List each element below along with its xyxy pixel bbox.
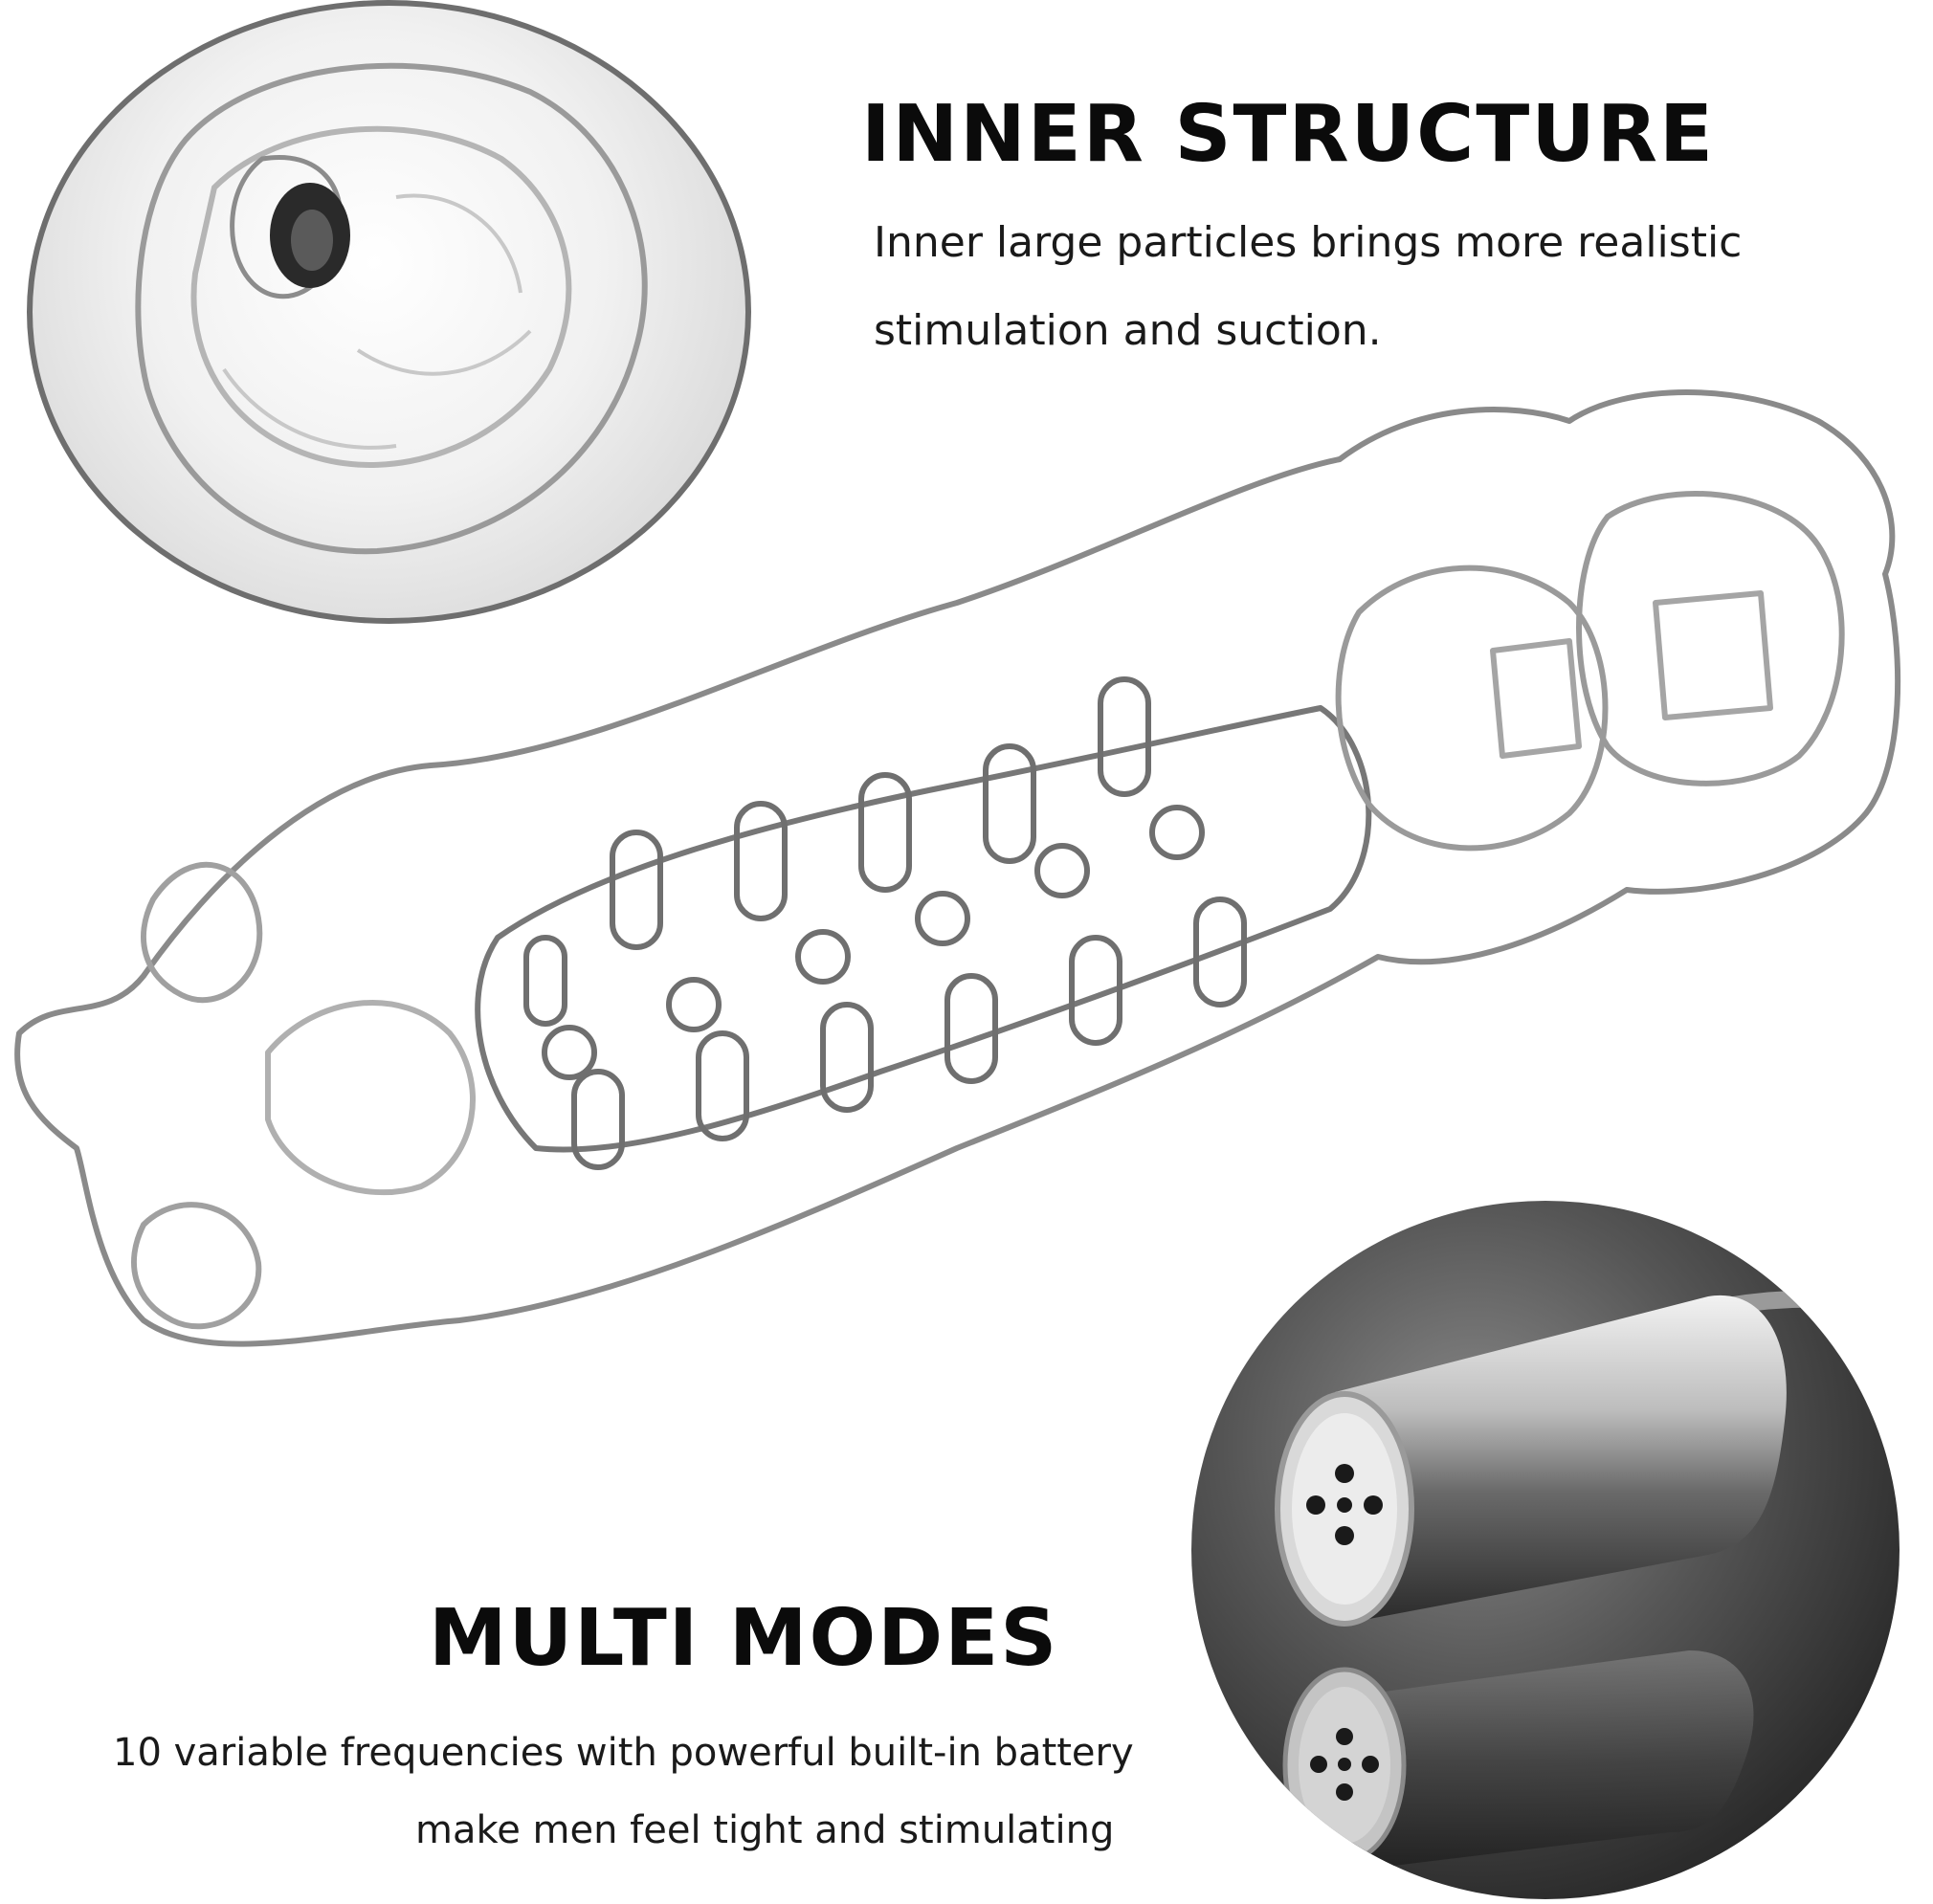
multi-modes-desc-line-1: 10 variable frequencies with powerful bu… bbox=[113, 1731, 1134, 1775]
inner-structure-desc-line-1: Inner large particles brings more realis… bbox=[874, 218, 1743, 267]
sleeve-opening-closeup-image bbox=[27, 0, 751, 624]
multi-modes-title: MULTI MODES bbox=[429, 1593, 1059, 1684]
sleeve-inner-structure-illustration bbox=[0, 364, 1933, 1497]
inner-structure-desc-line-2: stimulation and suction. bbox=[874, 306, 1382, 355]
multi-modes-desc-line-2: make men feel tight and stimulating bbox=[415, 1808, 1115, 1852]
inner-structure-title: INNER STRUCTURE bbox=[861, 89, 1716, 180]
bullet-vibrator-image bbox=[1191, 1201, 1900, 1899]
